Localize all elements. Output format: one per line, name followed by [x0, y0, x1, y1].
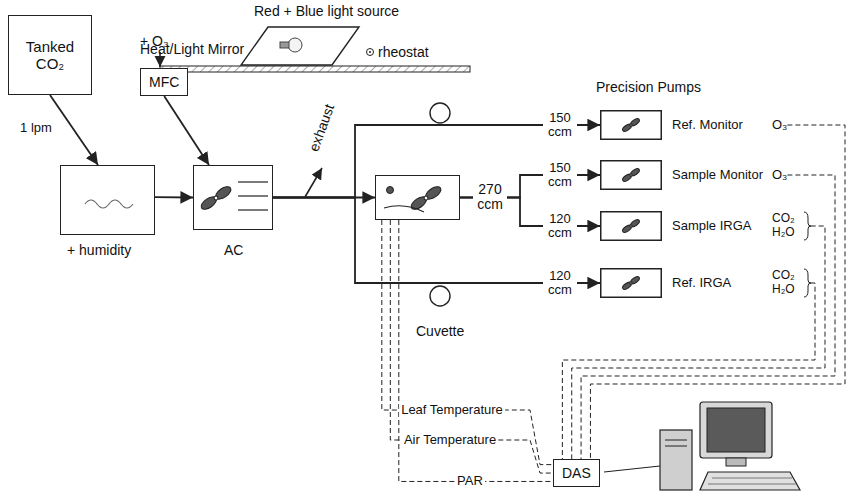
rheostat-dot	[369, 51, 371, 53]
pump-symbol	[600, 110, 662, 140]
signal-wire	[562, 283, 815, 459]
node-text: Cuvette	[416, 323, 464, 339]
node-text: AC	[224, 242, 243, 258]
node-text: O₃	[772, 168, 787, 183]
flow-line	[155, 196, 193, 198]
pump-symbol	[600, 160, 662, 190]
group-heading: Precision Pumps	[596, 80, 701, 95]
node-text: CO₂	[772, 269, 795, 283]
flow-valve	[430, 103, 450, 123]
air-conditioner-box: AC	[193, 165, 273, 230]
edge-label: PAR	[455, 473, 485, 489]
pump-instrument: Ref. Monitor O₃	[600, 110, 787, 140]
pump-symbol	[600, 268, 662, 298]
rheostat-knob	[367, 49, 374, 56]
edge-label: Air Temperature	[402, 432, 498, 448]
cuvette-box: Cuvette	[375, 175, 460, 220]
pump-instrument: Sample IRGA CO₂H₂O	[600, 211, 811, 241]
humidifier-box: + humidity	[60, 165, 155, 235]
gas-tank-box: Tanked CO₂	[8, 15, 92, 95]
light-source: Red + Blue light source	[240, 26, 360, 66]
bracket	[803, 211, 811, 241]
computer-cable	[604, 466, 660, 472]
node-text: Ref. IRGA	[672, 276, 764, 291]
node-text: Sample IRGA	[672, 219, 764, 234]
edge-label: Leaf Temperature	[399, 402, 505, 418]
node-text: MFC	[149, 74, 179, 90]
exhaust-arrow	[305, 168, 322, 197]
signal-wire	[382, 220, 553, 465]
edge-label: 150 ccm	[543, 160, 577, 191]
part-drawing	[376, 176, 461, 221]
edge-label: 1 lpm	[18, 120, 54, 136]
node-text: O₃	[772, 118, 787, 133]
node-text: DAS	[562, 465, 591, 481]
lamp-housing	[240, 26, 360, 66]
node-text: Ref. Monitor	[672, 118, 764, 133]
rheostat-label: rheostat	[378, 45, 429, 60]
data-acquisition-box: DAS	[553, 459, 600, 487]
gas-list: CO₂H₂O	[772, 269, 795, 297]
gas-list: CO₂H₂O	[772, 212, 795, 240]
signal-wire	[399, 220, 553, 481]
node-text: H₂O	[772, 283, 795, 297]
mirror-bar	[160, 66, 470, 72]
node-text: CO₂	[772, 212, 795, 226]
edge-label: 120 ccm	[543, 211, 577, 242]
bracket	[803, 268, 811, 298]
edge-label: 150 ccm	[543, 110, 577, 141]
node-text: Sample Monitor	[672, 168, 764, 183]
signal-wire	[581, 175, 835, 459]
edge-label: 120 ccm	[543, 268, 577, 299]
mirror-label: Heat/Light Mirror	[140, 42, 244, 57]
flow-valve	[430, 286, 450, 306]
exhaust-label: exhaust	[306, 102, 337, 153]
part-drawing	[61, 166, 156, 236]
node-text: H₂O	[772, 226, 795, 240]
computer-icon	[660, 402, 800, 490]
pump-symbol	[600, 211, 662, 241]
part-drawing	[194, 166, 274, 231]
node-text: + humidity	[67, 242, 131, 258]
node-text: Tanked CO₂	[17, 38, 83, 73]
flow-rate-label: 270 ccm	[473, 181, 507, 214]
mass-flow-controller: MFC	[140, 68, 188, 96]
node-text: Red + Blue light source	[254, 3, 399, 19]
signal-wire	[390, 220, 553, 473]
pump-instrument: Ref. IRGA CO₂H₂O	[600, 268, 811, 298]
flow-line	[164, 96, 209, 165]
flow-line	[50, 95, 98, 165]
pump-instrument: Sample Monitor O₃	[600, 160, 787, 190]
signal-wire	[572, 226, 825, 459]
